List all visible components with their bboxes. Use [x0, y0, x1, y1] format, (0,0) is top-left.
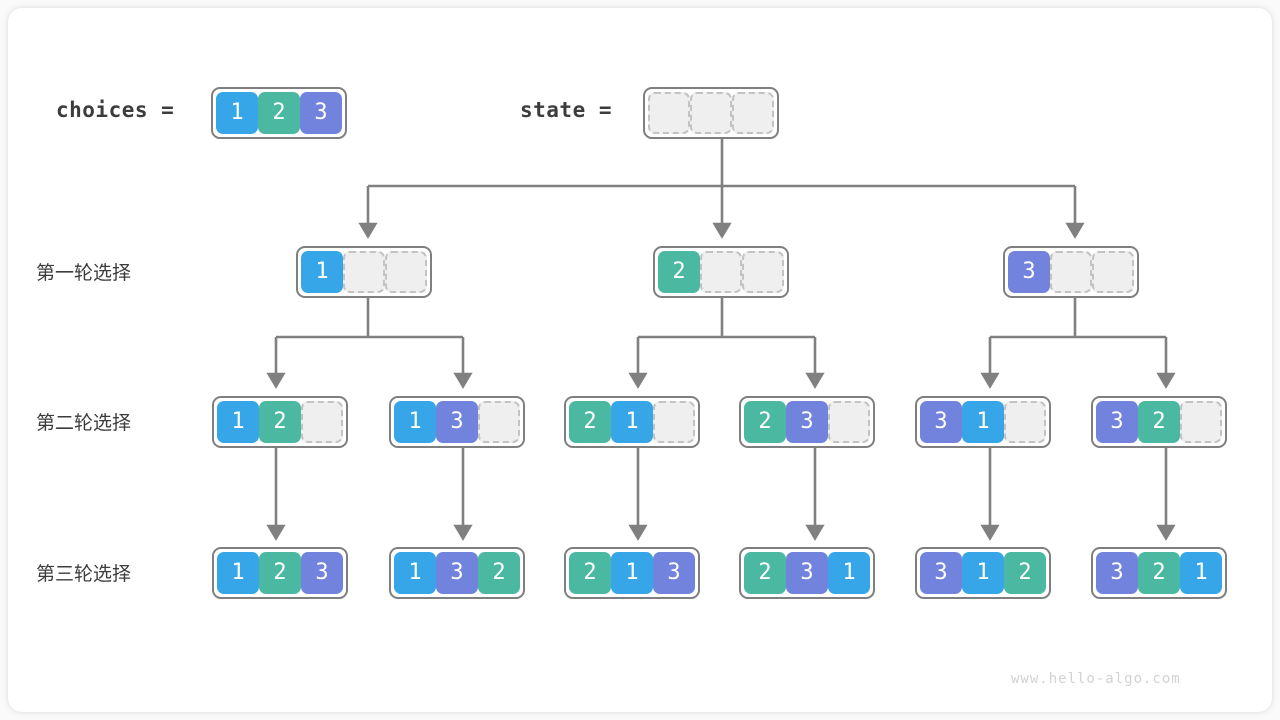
- node-r1-2-cell-1: [700, 251, 742, 293]
- node-r2-3-cell-0: 2: [569, 401, 611, 443]
- node-r1-2-cell-0: 2: [658, 251, 700, 293]
- node-round-1-1: 1: [296, 246, 432, 298]
- node-r1-3-cell-0: 3: [1008, 251, 1050, 293]
- node-r3-5-cell-0: 3: [920, 552, 962, 594]
- choices-cell-1: 2: [258, 92, 300, 134]
- node-r3-5-cell-1: 1: [962, 552, 1004, 594]
- state-cell-1: [690, 92, 732, 134]
- watermark: www.hello-algo.com: [1011, 671, 1181, 687]
- node-r2-6-cell-2: [1180, 401, 1222, 443]
- node-r2-3-cell-2: [653, 401, 695, 443]
- state-array: [643, 87, 779, 139]
- node-r2-4-cell-0: 2: [744, 401, 786, 443]
- choices-label: choices =: [56, 98, 175, 122]
- row-label-round-1: 第一轮选择: [36, 262, 132, 284]
- node-r3-3-cell-2: 3: [653, 552, 695, 594]
- node-r2-1-cell-0: 1: [217, 401, 259, 443]
- node-r3-2-cell-1: 3: [436, 552, 478, 594]
- node-round-1-2: 2: [653, 246, 789, 298]
- node-r3-3-cell-0: 2: [569, 552, 611, 594]
- state-label: state =: [520, 98, 613, 122]
- node-r3-4-cell-0: 2: [744, 552, 786, 594]
- node-r2-4-cell-2: [828, 401, 870, 443]
- node-r3-4-cell-1: 3: [786, 552, 828, 594]
- node-r3-1-cell-0: 1: [217, 552, 259, 594]
- node-r1-2-cell-2: [742, 251, 784, 293]
- node-r3-3-cell-1: 1: [611, 552, 653, 594]
- node-r3-6-cell-1: 2: [1138, 552, 1180, 594]
- state-cell-0: [648, 92, 690, 134]
- row-label-round-2: 第二轮选择: [36, 412, 132, 434]
- node-r3-1-cell-2: 3: [301, 552, 343, 594]
- node-r3-5-cell-2: 2: [1004, 552, 1046, 594]
- node-r3-6-cell-2: 1: [1180, 552, 1222, 594]
- connector-lines: [266, 136, 1176, 541]
- node-r2-1-cell-2: [301, 401, 343, 443]
- node-r2-2-cell-0: 1: [394, 401, 436, 443]
- node-r3-6-cell-0: 3: [1096, 552, 1138, 594]
- node-r2-3-cell-1: 1: [611, 401, 653, 443]
- node-r1-3-cell-1: [1050, 251, 1092, 293]
- node-r3-1-cell-1: 2: [259, 552, 301, 594]
- node-r2-5-cell-2: [1004, 401, 1046, 443]
- choices-cell-0: 1: [216, 92, 258, 134]
- node-r1-1-cell-0: 1: [301, 251, 343, 293]
- node-r1-1-cell-2: [385, 251, 427, 293]
- node-r2-6-cell-0: 3: [1096, 401, 1138, 443]
- choices-cell-2: 3: [300, 92, 342, 134]
- node-r2-4-cell-1: 3: [786, 401, 828, 443]
- node-r1-3-cell-2: [1092, 251, 1134, 293]
- row-label-round-3: 第三轮选择: [36, 563, 132, 585]
- node-r3-4-cell-2: 1: [828, 552, 870, 594]
- node-r3-2-cell-2: 2: [478, 552, 520, 594]
- node-r1-1-cell-1: [343, 251, 385, 293]
- node-r3-2-cell-0: 1: [394, 552, 436, 594]
- node-round-1-3: 3: [1003, 246, 1139, 298]
- node-r2-2-cell-1: 3: [436, 401, 478, 443]
- node-r2-5-cell-0: 3: [920, 401, 962, 443]
- node-r2-5-cell-1: 1: [962, 401, 1004, 443]
- node-r2-2-cell-2: [478, 401, 520, 443]
- state-cell-2: [732, 92, 774, 134]
- node-r2-1-cell-1: 2: [259, 401, 301, 443]
- node-r2-6-cell-1: 2: [1138, 401, 1180, 443]
